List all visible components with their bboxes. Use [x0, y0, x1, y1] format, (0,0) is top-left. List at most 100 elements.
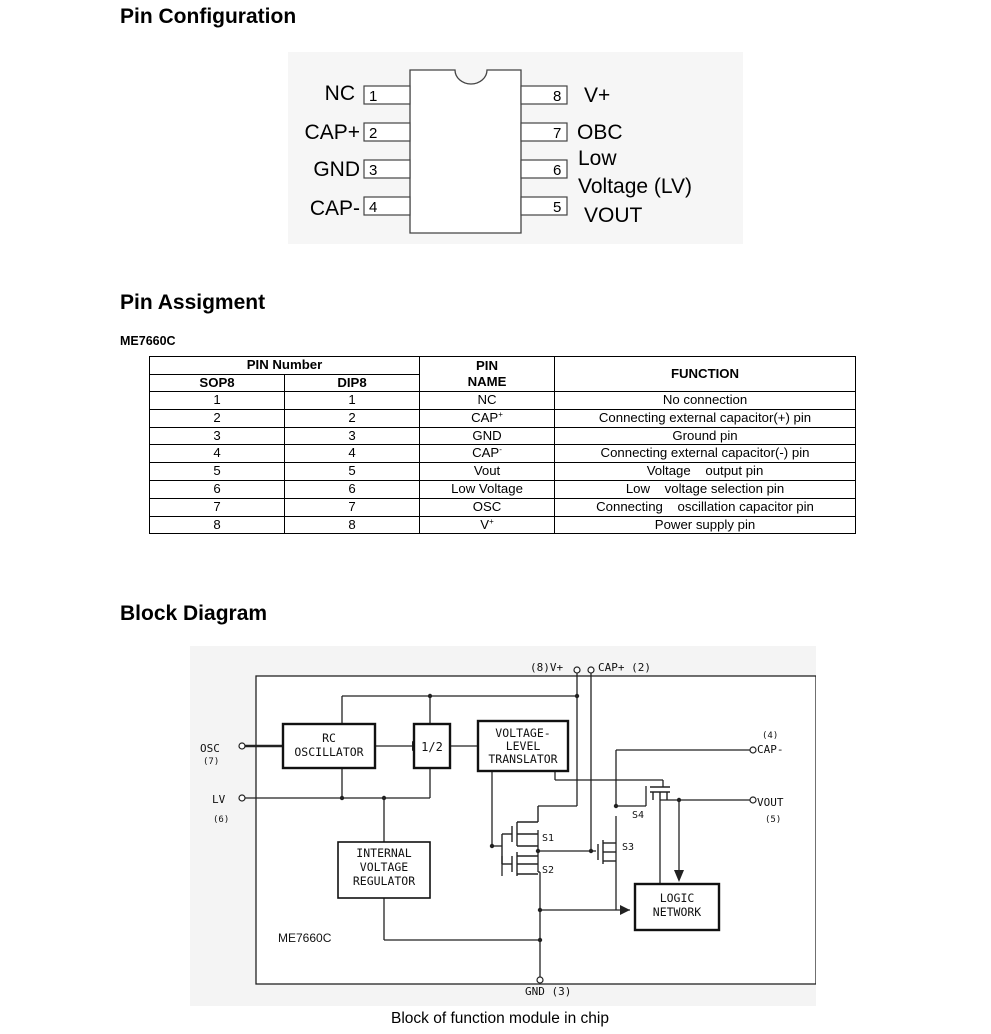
cell-pin-name: Low Voltage	[419, 479, 556, 499]
cell-pin-name: OSC	[419, 497, 556, 517]
header-sop8: SOP8	[149, 373, 285, 392]
cell-dip8: 4	[283, 444, 421, 464]
voltage-level-translator-block	[476, 719, 570, 773]
pin-6-number: 6	[553, 162, 561, 179]
cell-sop8: 7	[149, 497, 285, 517]
osc-pin-label: (7)	[203, 757, 219, 767]
cell-dip8: 1	[283, 391, 421, 410]
cell-sop8: 8	[149, 515, 285, 535]
header-function: FUNCTION	[554, 356, 857, 392]
osc-terminal	[238, 742, 246, 750]
pin-2-number: 2	[369, 125, 377, 142]
pin-name-text: OSC	[472, 498, 502, 514]
cell-sop8: 1	[149, 391, 285, 410]
cell-sop8: 6	[149, 479, 285, 499]
cell-pin-name: Vout	[419, 462, 556, 481]
pin-3-number: 3	[369, 162, 377, 179]
cell-sop8: 5	[149, 462, 285, 481]
capminus-terminal	[749, 746, 757, 754]
header-pin-name-line1: PIN	[476, 357, 498, 373]
pin-5-name: VOUT	[584, 204, 643, 227]
pin-1-number: 1	[369, 88, 377, 105]
cell-pin-name: CAP+	[419, 408, 556, 428]
logic-label-line1: LOGIC	[660, 891, 695, 905]
ivr-label-line3: REGULATOR	[353, 874, 415, 888]
rc-label-line1: RC	[322, 731, 336, 745]
pin-1-name: NC	[325, 82, 355, 105]
pin-6-name-line2: Voltage (LV)	[578, 175, 692, 198]
capminus-pin-label: (4)	[762, 731, 778, 741]
cell-dip8: 2	[283, 408, 421, 428]
cell-dip8: 3	[283, 426, 421, 446]
gnd-label: GND (3)	[525, 985, 571, 998]
vout-terminal	[749, 796, 757, 804]
capplus-label: CAP+ (2)	[598, 661, 651, 674]
internal-voltage-regulator-block	[337, 841, 431, 899]
cell-pin-name: V+	[419, 515, 556, 535]
header-pin-name: PIN NAME	[419, 356, 556, 392]
lv-pin-label: (6)	[213, 815, 229, 825]
cell-sop8: 4	[149, 444, 285, 464]
pin-name-superscript: +	[498, 409, 503, 419]
rc-label-line2: OSCILLATOR	[294, 745, 363, 759]
cell-dip8: 7	[283, 497, 421, 517]
pin-name-text: Vout	[473, 463, 501, 479]
vplus-terminal	[573, 666, 581, 674]
cell-function: Connecting external capacitor(+) pin	[554, 408, 857, 428]
vout-label: VOUT	[757, 796, 784, 809]
lv-terminal	[238, 794, 246, 802]
pin-name-text: CAP	[472, 445, 500, 461]
cell-sop8: 2	[149, 408, 285, 428]
cell-function: Ground pin	[554, 426, 857, 446]
cell-pin-name: CAP-	[419, 444, 556, 464]
osc-label: OSC	[200, 742, 220, 755]
capminus-label: CAP-	[757, 743, 784, 756]
s4-label: S4	[632, 810, 644, 821]
pin-name-text: NC	[477, 392, 497, 407]
cell-dip8: 6	[283, 479, 421, 499]
block-diagram-caption: Block of function module in chip	[391, 1010, 609, 1027]
cell-pin-name: NC	[419, 391, 556, 410]
cell-function: Connecting external capacitor(-) pin	[554, 444, 857, 464]
header-dip8: DIP8	[283, 373, 421, 392]
block-diagram: RC OSCILLATOR 1/2 VOLTAGE- LEVEL TRANSLA…	[190, 646, 816, 1006]
pin-7-name: OBC	[577, 121, 623, 144]
pin-config-title: Pin Configuration	[120, 5, 297, 28]
pin-7-number: 7	[553, 125, 561, 142]
vplus-label: (8)V+	[530, 661, 563, 674]
gnd-terminal	[536, 976, 544, 984]
ic-package	[409, 69, 522, 234]
pin-name-superscript: -	[499, 445, 502, 455]
vlt-label-line3: TRANSLATOR	[488, 752, 557, 766]
s2-label: S2	[542, 865, 554, 876]
ivr-label-line2: VOLTAGE	[360, 860, 409, 874]
pin-name-text: Low Voltage	[451, 480, 523, 496]
logic-network-block	[633, 882, 721, 932]
pin-6-name-line1: Low	[578, 147, 617, 170]
cell-function: Voltage output pin	[554, 462, 857, 481]
vlt-label-line2: LEVEL	[506, 739, 541, 753]
pin-4-name: CAP-	[310, 197, 360, 220]
pin-assignment-table: PIN Number PIN NAME FUNCTION SOP8 DIP8 1…	[148, 356, 857, 535]
cell-function: No connection	[554, 391, 857, 410]
pin-assign-title: Pin Assigment	[120, 291, 266, 314]
lv-label: LV	[212, 793, 226, 806]
pin-configuration-figure: 1 2 3 4 NC CAP+ GND CAP- 8 7 6 5 V+ OBC …	[288, 52, 743, 244]
pin-name-text: V	[480, 516, 490, 532]
pin-8-number: 8	[553, 88, 561, 105]
cell-function: Low voltage selection pin	[554, 479, 857, 499]
cell-pin-name: GND	[419, 426, 556, 446]
block-diagram-title: Block Diagram	[120, 602, 268, 625]
pin-3-name: GND	[313, 158, 360, 181]
cell-sop8: 3	[149, 426, 285, 446]
cell-dip8: 8	[283, 515, 421, 535]
capplus-terminal	[587, 666, 595, 674]
pin-name-text: GND	[472, 427, 502, 443]
chip-name-label: ME7660C	[278, 931, 332, 945]
